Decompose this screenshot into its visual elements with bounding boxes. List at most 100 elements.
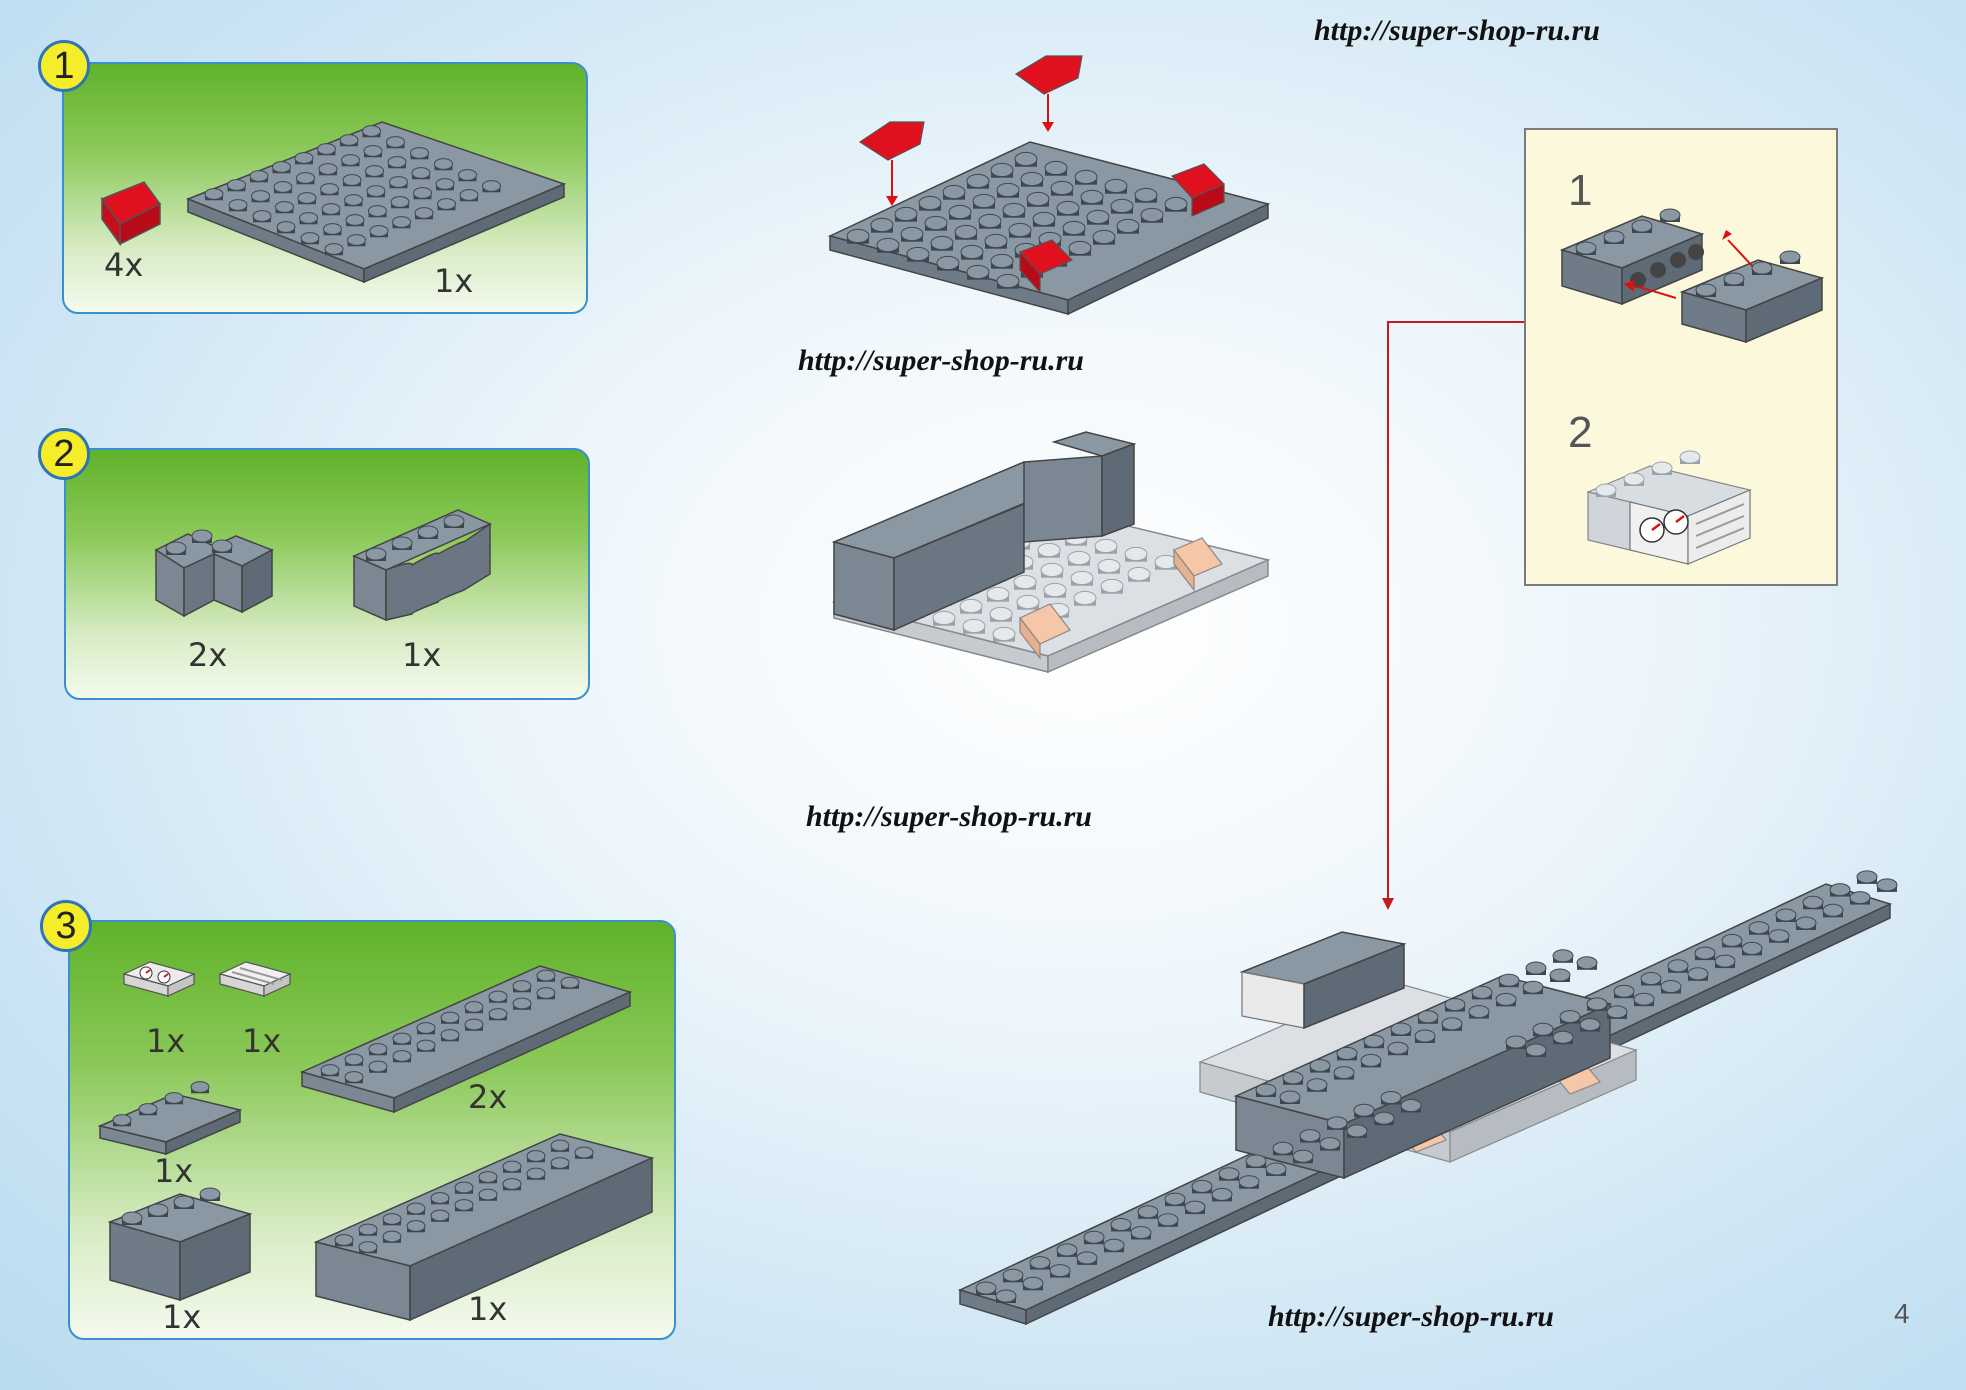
stud bbox=[1579, 1018, 1601, 1032]
stud bbox=[344, 1053, 364, 1066]
stud bbox=[984, 233, 1008, 249]
stud bbox=[1299, 1129, 1321, 1143]
stud bbox=[165, 541, 187, 555]
stud bbox=[948, 204, 972, 220]
stud bbox=[365, 165, 384, 177]
stud bbox=[416, 1039, 436, 1052]
stud bbox=[1559, 1010, 1581, 1024]
stud bbox=[440, 1011, 460, 1024]
stud bbox=[414, 207, 434, 219]
stud bbox=[918, 195, 942, 211]
stud bbox=[1552, 949, 1574, 963]
stud bbox=[411, 167, 431, 179]
stud bbox=[906, 246, 930, 262]
stud bbox=[478, 1188, 498, 1201]
stud bbox=[1124, 546, 1148, 562]
stud bbox=[1603, 230, 1625, 244]
stud bbox=[1380, 1091, 1402, 1104]
stud bbox=[112, 1114, 132, 1126]
stud bbox=[978, 213, 1002, 229]
stud bbox=[324, 243, 344, 255]
substep-number: 1 bbox=[1568, 166, 1593, 215]
stud bbox=[1417, 1010, 1439, 1024]
step-2-parts-panel: 2x 1x bbox=[64, 448, 590, 700]
stud bbox=[410, 147, 429, 159]
stud bbox=[321, 203, 341, 215]
subassembly-illustration bbox=[1559, 208, 1825, 565]
stud bbox=[560, 976, 580, 989]
stud bbox=[1333, 1066, 1355, 1080]
stud bbox=[1768, 929, 1790, 943]
stud bbox=[191, 529, 213, 543]
stud bbox=[1026, 191, 1050, 207]
stud bbox=[1525, 1043, 1547, 1057]
stud bbox=[173, 1195, 195, 1209]
stud bbox=[1016, 594, 1040, 610]
stud bbox=[894, 206, 918, 222]
watermark-url: http://super-shop-ru.ru bbox=[1268, 1300, 1554, 1333]
subassembly-panel: 1 2 bbox=[1524, 128, 1838, 586]
stud bbox=[930, 235, 954, 251]
stud bbox=[876, 237, 900, 253]
stud bbox=[1575, 241, 1597, 255]
stud bbox=[1238, 1175, 1260, 1189]
watermark-url: http://super-shop-ru.ru bbox=[1314, 14, 1600, 47]
stud bbox=[526, 1167, 546, 1180]
stud bbox=[1856, 870, 1878, 884]
stud bbox=[1802, 895, 1824, 909]
substep-number: 2 bbox=[1568, 408, 1593, 457]
stud bbox=[502, 1178, 522, 1190]
stud bbox=[413, 187, 432, 199]
stud bbox=[459, 189, 479, 201]
stud bbox=[1595, 483, 1617, 497]
assembly-walls-on-plate bbox=[831, 431, 1271, 674]
stud bbox=[972, 193, 996, 209]
stud bbox=[1876, 878, 1898, 892]
stud bbox=[986, 586, 1010, 602]
stud bbox=[1498, 973, 1520, 987]
stud bbox=[1659, 208, 1681, 222]
page-number: 4 bbox=[1894, 1298, 1910, 1329]
step-number-badge: 3 bbox=[40, 900, 92, 952]
stud bbox=[932, 610, 956, 626]
stud bbox=[536, 987, 556, 999]
stud bbox=[960, 244, 984, 260]
stud bbox=[435, 178, 455, 190]
stud bbox=[1086, 209, 1110, 225]
stud bbox=[458, 169, 477, 181]
stud bbox=[406, 1220, 426, 1232]
stud bbox=[1002, 202, 1026, 218]
stud bbox=[1044, 160, 1068, 176]
stud bbox=[1849, 891, 1871, 905]
stud bbox=[320, 1064, 340, 1076]
stud bbox=[996, 273, 1020, 289]
stud bbox=[318, 163, 338, 175]
stud bbox=[1414, 1029, 1436, 1043]
assembly-plate-with-slopes bbox=[827, 55, 1271, 316]
stud bbox=[1505, 1035, 1527, 1049]
stud bbox=[1468, 1005, 1490, 1019]
stud bbox=[1043, 582, 1067, 598]
stud bbox=[1255, 1083, 1277, 1097]
stud bbox=[526, 1150, 546, 1162]
stud bbox=[1164, 1192, 1186, 1206]
stud bbox=[990, 162, 1014, 178]
stud bbox=[996, 182, 1020, 198]
stud bbox=[320, 183, 339, 195]
watermark-url: http://super-shop-ru.ru bbox=[806, 800, 1092, 833]
stud bbox=[1721, 933, 1743, 947]
subassembly-connector-arrow bbox=[1382, 321, 1524, 910]
stud bbox=[272, 161, 291, 173]
stud bbox=[368, 205, 387, 217]
stud bbox=[1032, 211, 1056, 227]
stud bbox=[138, 1103, 158, 1115]
stud bbox=[1775, 908, 1797, 922]
step-number-badge: 1 bbox=[38, 40, 90, 92]
part-quantity: 1x bbox=[146, 1022, 186, 1060]
stud bbox=[1076, 1251, 1098, 1265]
stud bbox=[1360, 1053, 1382, 1067]
stud bbox=[488, 990, 508, 1003]
stud bbox=[1014, 151, 1038, 167]
stud bbox=[164, 1092, 184, 1104]
stud bbox=[1137, 1205, 1159, 1219]
